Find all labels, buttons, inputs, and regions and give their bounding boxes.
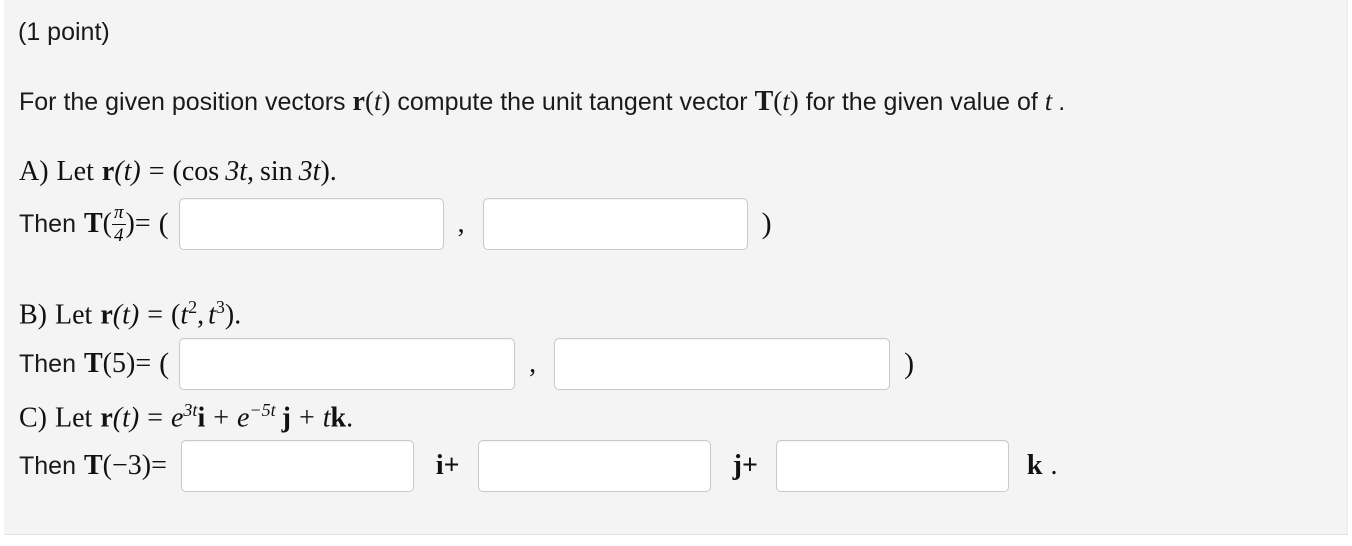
part-a-sin: sin	[259, 156, 293, 187]
part-c-term2-exponent: −5t	[249, 400, 276, 420]
part-c-term2-base: e	[237, 402, 250, 434]
fraction-denominator: 4	[114, 224, 124, 246]
part-a-label: A)	[19, 156, 49, 187]
prompt-vector-T-symbol: T	[754, 86, 774, 117]
part-b-term2-exponent: 3	[215, 297, 225, 317]
part-c-term1-unit-i: i	[197, 402, 206, 434]
part-a-comma: ,	[457, 208, 465, 239]
part-c-eval-T: T	[83, 450, 103, 481]
part-a-function-arg: (t)	[114, 156, 141, 187]
part-c-term3-unit-k: k	[330, 402, 347, 434]
part-c-def-end: .	[346, 402, 354, 434]
answer-a-x-input[interactable]	[178, 198, 444, 250]
part-a-cos-arg: 3t	[225, 156, 247, 187]
part-b-label: B)	[19, 299, 47, 331]
prompt-end-period: .	[1058, 88, 1066, 116]
prompt-vector-r-symbol: r	[352, 86, 365, 117]
part-b-then-word: Then	[19, 349, 76, 378]
part-a-close-paren: )	[761, 207, 772, 240]
point-value-label: (1 point)	[18, 18, 110, 46]
part-b-def-comma: ,	[197, 299, 205, 331]
question-panel: (1 point) For the given position vectors…	[4, 0, 1348, 535]
part-a-function-r: r	[101, 156, 115, 187]
part-c-unit-j-label: j+	[732, 450, 758, 481]
part-b-def-close: ).	[224, 299, 242, 331]
answer-c-k-input[interactable]	[775, 440, 1009, 492]
fraction-numerator: π	[114, 201, 124, 223]
prompt-middle-text: compute the unit tangent vector	[390, 88, 755, 116]
part-a-sin-arg: 3t	[298, 156, 321, 187]
part-b-term1-base: t	[180, 299, 189, 331]
part-c-function-arg: (t)	[112, 402, 140, 434]
part-c-plus-2: +	[298, 402, 315, 434]
part-c-term2-unit-j: j	[281, 402, 291, 434]
answer-a-y-input[interactable]	[482, 198, 748, 250]
part-b-eval-T: T	[83, 348, 103, 379]
part-a-eval-open: (	[102, 208, 112, 239]
fraction-bar	[112, 223, 126, 225]
part-b-function-r: r	[100, 299, 113, 331]
part-c-term1-exponent: 3t	[183, 400, 198, 420]
part-b-let-word: Let	[55, 299, 93, 331]
part-a-equals: =	[148, 156, 165, 187]
part-c-equals: =	[147, 402, 163, 434]
part-c-unit-i-label: i+	[435, 450, 460, 481]
part-a-open-paren: (	[158, 207, 169, 240]
part-a-def-close: ).	[320, 156, 337, 187]
part-c-trailing-period: .	[1050, 450, 1058, 481]
part-a-let-word: Let	[56, 156, 94, 187]
part-b-eval-arg: (5)=	[102, 348, 152, 379]
part-b-comma: ,	[529, 348, 537, 379]
answer-c-j-input[interactable]	[477, 440, 711, 492]
prompt-r-argument: (t)	[364, 86, 391, 116]
part-c-let-word: Let	[55, 402, 93, 434]
part-b-function-arg: (t)	[112, 299, 140, 331]
part-b-equals: =	[147, 299, 163, 331]
answer-b-y-input[interactable]	[554, 338, 891, 390]
answer-b-x-input[interactable]	[179, 338, 516, 390]
part-c-function-r: r	[100, 402, 113, 434]
prompt-suffix-text: for the given value of	[798, 88, 1045, 116]
part-b-close-paren: )	[904, 347, 915, 380]
part-a-then-word: Then	[19, 209, 76, 238]
part-c-eval-arg: (−3)=	[102, 450, 167, 481]
part-c-plus-1: +	[213, 402, 230, 434]
prompt-variable-t: t	[1044, 86, 1053, 116]
part-a-eval-T: T	[83, 208, 103, 239]
part-b-term1-exponent: 2	[188, 297, 198, 317]
part-c-unit-k-label: k	[1026, 450, 1043, 481]
part-b-term2-base: t	[208, 299, 216, 331]
part-b-def-open: (	[170, 299, 181, 331]
part-a-cos: cos	[181, 156, 220, 187]
question-prompt: For the given position vectors r(t) comp…	[19, 88, 1065, 116]
part-a-def-comma: ,	[246, 156, 254, 187]
part-b-open-paren: (	[159, 347, 170, 380]
part-c-label: C)	[19, 402, 47, 434]
part-c-term3-coefficient: t	[322, 402, 331, 434]
answer-c-i-input[interactable]	[180, 440, 414, 492]
part-c-then-word: Then	[19, 451, 76, 480]
prompt-prefix-text: For the given position vectors	[19, 88, 353, 116]
part-c-term1-base: e	[170, 402, 184, 434]
prompt-T-argument: (t)	[773, 86, 799, 116]
part-a-def-open: (	[172, 156, 182, 187]
part-a-eval-close: )=	[125, 208, 151, 239]
